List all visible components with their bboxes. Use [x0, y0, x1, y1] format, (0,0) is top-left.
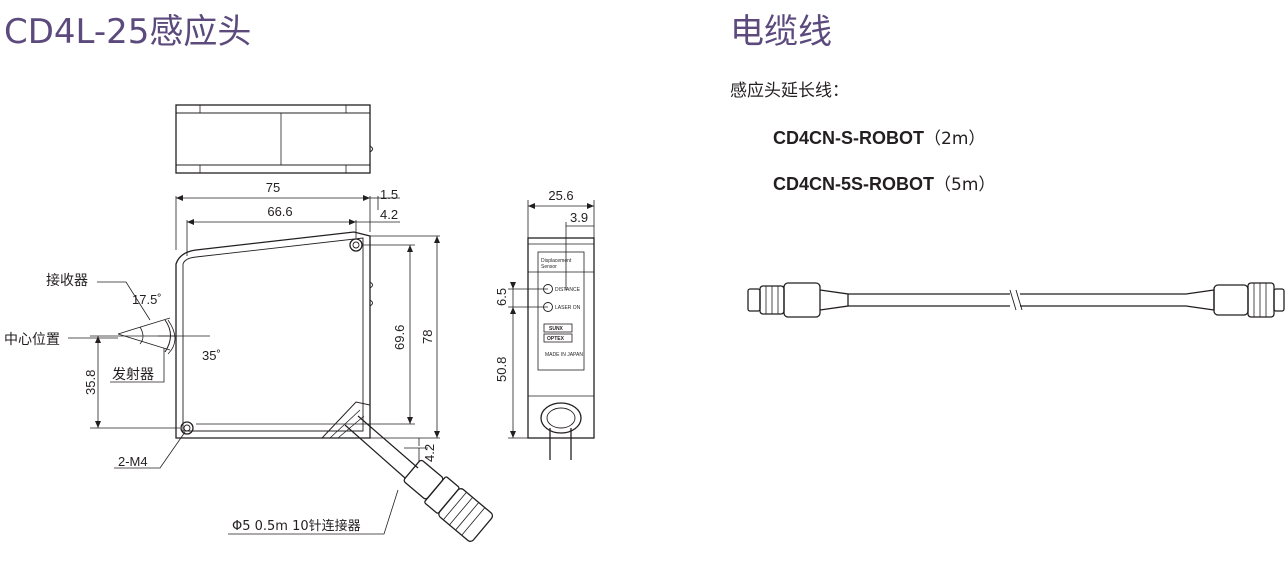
cable-model: CD4CN-5S-ROBOT	[773, 174, 935, 194]
dim-height-69-6: 69.6	[392, 325, 407, 350]
dim-4-2-bottom: 4.2	[422, 444, 437, 462]
angle-17-5: 17.5˚	[132, 292, 162, 307]
connector-label: Φ5 0.5m 10针连接器	[232, 518, 361, 534]
sensor-top-view	[175, 104, 373, 174]
dim-side-50-8: 50.8	[494, 357, 509, 382]
cable-model: CD4CN-S-ROBOT	[773, 128, 924, 148]
dim-1-5: 1.5	[380, 187, 398, 202]
panel-laser-label: LASER ON	[555, 305, 581, 311]
panel-distance-label: DISTANCE	[555, 287, 581, 293]
dim-width-66-6: 66.6	[267, 204, 292, 219]
cable-title: 电缆线	[730, 12, 832, 52]
sensor-head-title: CD4L-25感应头	[4, 12, 252, 52]
mount-thread-label: 2-M4	[118, 454, 148, 469]
dim-width-75: 75	[266, 180, 280, 195]
dim-side-3-9: 3.9	[570, 210, 588, 225]
cable-item: CD4CN-S-ROBOT（2m）	[773, 124, 985, 149]
cable-item: CD4CN-5S-ROBOT（5m）	[773, 170, 995, 195]
dim-height-78: 78	[420, 330, 435, 344]
emitter-label: 发射器	[112, 367, 154, 383]
panel-text: Sensor	[541, 264, 557, 270]
receiver-label: 接收器	[46, 272, 88, 289]
cable-length: （2m）	[924, 129, 986, 149]
panel-brand: OPTEX	[547, 336, 565, 342]
extension-cable-drawing	[747, 282, 1285, 318]
cable-length: （5m）	[934, 175, 996, 195]
sensor-side-view	[527, 237, 595, 460]
dim-side-25-6: 25.6	[548, 188, 573, 203]
angle-35: 35˚	[202, 348, 221, 363]
dim-side-6-5: 6.5	[494, 288, 509, 306]
sensor-front-view	[158, 231, 494, 542]
panel-text: Displacement	[541, 258, 572, 264]
panel-brand: SUNX	[549, 326, 564, 332]
panel-made-in: MADE IN JAPAN	[545, 352, 583, 358]
center-position-label: 中心位置	[4, 332, 60, 348]
dim-4-2-top: 4.2	[380, 207, 398, 222]
cable-subheading: 感应头延长线：	[730, 81, 849, 101]
dim-height-35-8: 35.8	[83, 370, 98, 395]
